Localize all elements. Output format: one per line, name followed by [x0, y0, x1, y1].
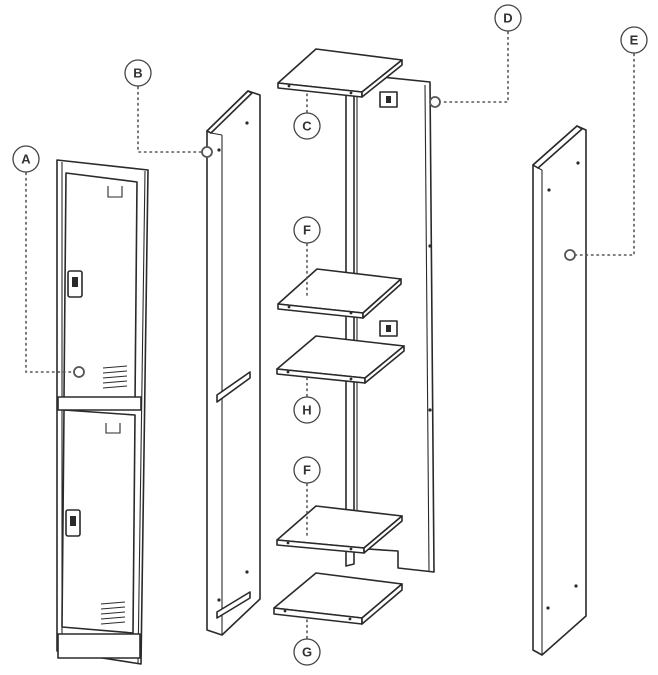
label-d-text: D — [503, 11, 512, 26]
shelf-part-h — [276, 335, 405, 384]
bottom-shelf-part-g — [273, 572, 403, 625]
label-badge-h: H — [293, 396, 321, 424]
side-panel-part-e — [532, 125, 587, 656]
leader-b — [137, 86, 202, 153]
label-badge-e: E — [620, 26, 648, 54]
label-badge-g: G — [293, 638, 321, 666]
side-panel-part-b — [206, 90, 261, 636]
label-badge-a: A — [12, 145, 40, 173]
corner-post — [345, 90, 355, 567]
door-frame-part-a — [56, 159, 149, 665]
label-badge-f-lower: F — [293, 456, 321, 484]
vent-slots-icon — [102, 365, 128, 389]
marker-d — [429, 96, 441, 108]
label-g-text: G — [302, 645, 312, 660]
label-b-text: B — [133, 66, 142, 81]
label-badge-c: C — [293, 112, 321, 140]
label-f-upper-text: F — [303, 223, 311, 238]
marker-a — [73, 366, 85, 378]
callout-leaders — [25, 31, 635, 639]
label-f-lower-text: F — [303, 463, 311, 478]
vent-slots-icon — [100, 601, 126, 625]
shelf-part-f-lower — [276, 505, 403, 554]
leader-d — [440, 31, 509, 103]
label-a-text: A — [21, 152, 31, 167]
latch-handle-icon — [67, 270, 83, 298]
shelf-part-f-upper — [277, 268, 402, 319]
latch-handle-icon — [65, 509, 81, 537]
leader-e — [575, 53, 635, 256]
marker-b — [201, 146, 213, 158]
label-badge-b: B — [124, 59, 152, 87]
label-e-text: E — [630, 33, 639, 48]
marker-e — [564, 249, 576, 261]
back-panel-part-d — [350, 73, 435, 573]
top-shelf-part-c — [277, 48, 403, 98]
leader-a — [25, 172, 73, 373]
label-badge-f-upper: F — [293, 216, 321, 244]
label-badge-d: D — [494, 4, 522, 32]
label-c-text: C — [302, 119, 312, 134]
label-h-text: H — [302, 403, 311, 418]
